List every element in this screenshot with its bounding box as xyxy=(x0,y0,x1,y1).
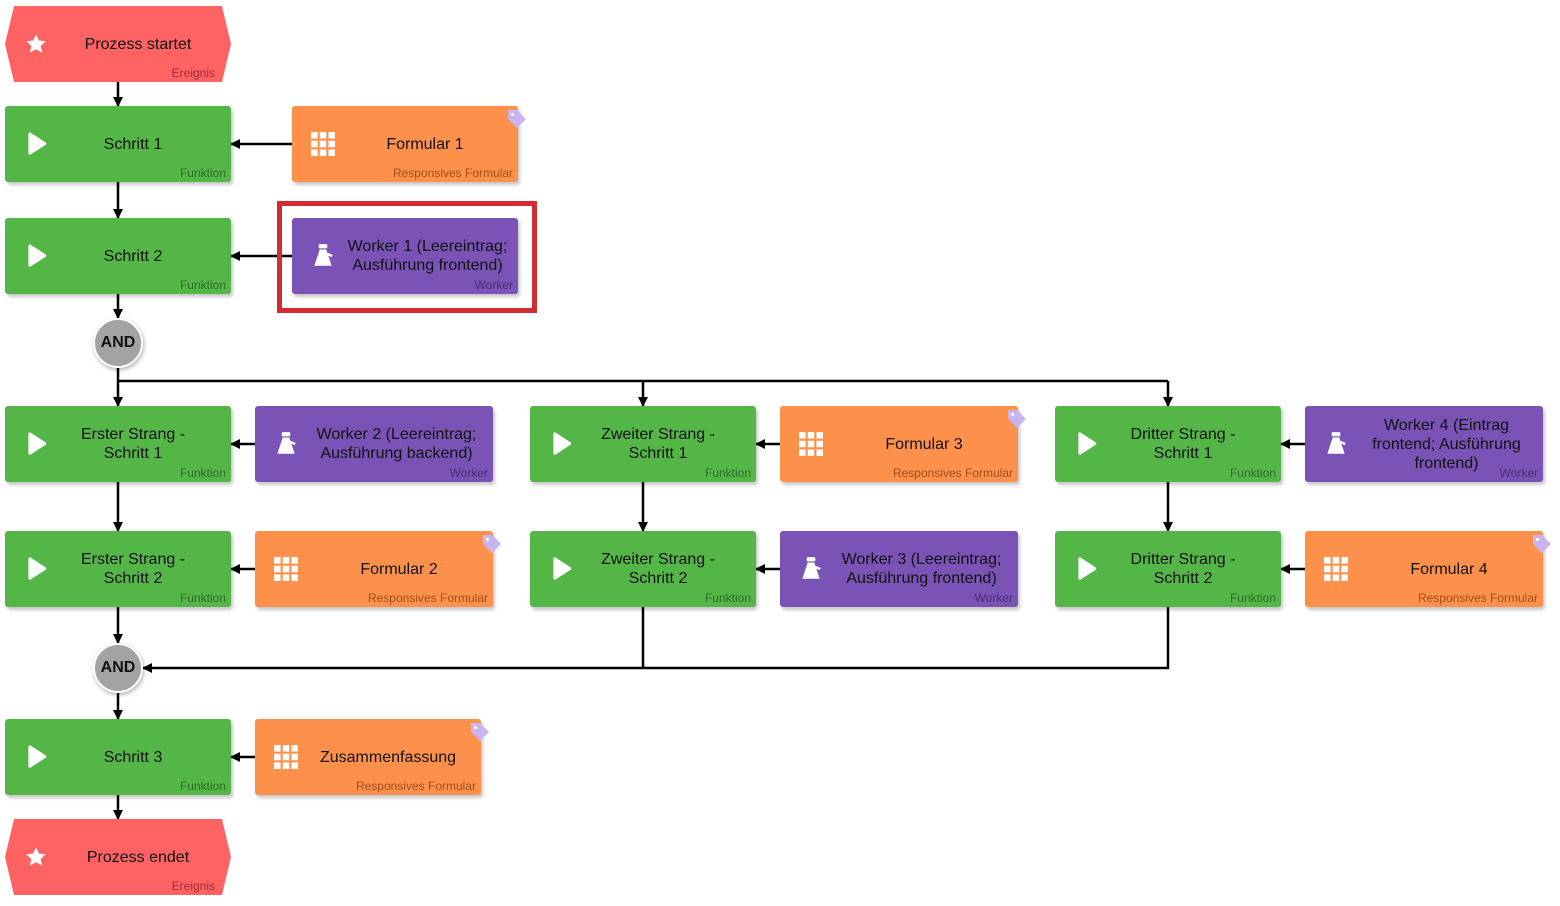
node-type-label: Funktion xyxy=(179,466,226,480)
node-title: Formular 3 xyxy=(885,435,963,453)
form-zusammenfassung[interactable]: Zusammenfassung Responsives Formular xyxy=(255,719,481,795)
edge-dritter2-and-join xyxy=(142,607,1170,673)
node-title: Erster Strang - Schritt 2 xyxy=(80,551,186,587)
node-type-label: Funktion xyxy=(704,591,751,605)
play-icon xyxy=(553,432,572,455)
node-title: Prozess endet xyxy=(86,848,190,866)
node-type-label: Funktion xyxy=(179,278,226,292)
node-title: Formular 1 xyxy=(386,135,464,153)
node-title: Dritter Strang - Schritt 1 xyxy=(1130,426,1236,462)
worker-icon xyxy=(802,557,821,579)
node-type-label: Funktion xyxy=(1229,466,1276,480)
start-event[interactable]: Prozess startet Ereignis xyxy=(5,6,231,82)
node-title: Schritt 1 xyxy=(103,135,163,153)
form-formular-4[interactable]: Formular 4 Responsives Formular xyxy=(1305,531,1543,607)
node-title: Formular 4 xyxy=(1410,560,1488,578)
function-schritt-3[interactable]: Schritt 3 Funktion xyxy=(5,719,231,795)
function-schritt-1[interactable]: Schritt 1 Funktion xyxy=(5,106,231,182)
node-type-label: Responsives Formular xyxy=(392,166,513,180)
tag-icon xyxy=(1008,410,1026,428)
node-title: Worker 1 (Leereintrag; Ausführung fronte… xyxy=(347,238,508,274)
tag-icon xyxy=(471,723,489,741)
form-formular-1[interactable]: Formular 1 Responsives Formular xyxy=(292,106,518,182)
node-type-label: Funktion xyxy=(704,466,751,480)
worker-icon xyxy=(1327,432,1346,454)
node-title: Zusammenfassung xyxy=(319,748,457,766)
function-erster-strang-schritt-1[interactable]: Erster Strang - Schritt 1 Funktion xyxy=(5,406,231,482)
node-title: Worker 3 (Leereintrag; Ausführung fronte… xyxy=(841,551,1002,587)
play-icon xyxy=(1078,432,1097,455)
tag-icon xyxy=(483,535,501,553)
node-title: Worker 4 (Eintrag frontend; Ausführung f… xyxy=(1372,416,1521,472)
play-icon xyxy=(28,244,47,267)
end-event[interactable]: Prozess endet Ereignis xyxy=(5,819,231,895)
node-type-label: Worker xyxy=(1499,466,1538,480)
node-type-label: Responsives Formular xyxy=(355,779,476,793)
node-type-label: Worker xyxy=(974,591,1013,605)
selection-highlight xyxy=(277,201,537,313)
grid-icon xyxy=(274,745,298,769)
node-title: Zweiter Strang - Schritt 1 xyxy=(601,426,715,462)
grid-icon xyxy=(1324,557,1348,581)
worker-worker-3[interactable]: Worker 3 (Leereintrag; Ausführung fronte… xyxy=(780,531,1018,607)
node-type-label: Funktion xyxy=(179,166,226,180)
node-type-label: Funktion xyxy=(1229,591,1276,605)
worker-icon xyxy=(314,244,333,266)
star-icon xyxy=(26,34,46,53)
node-type-label: Ereignis xyxy=(171,879,215,893)
worker-worker-4[interactable]: Worker 4 (Eintrag frontend; Ausführung f… xyxy=(1305,406,1543,482)
node-title: Prozess startet xyxy=(84,35,192,53)
function-dritter-strang-schritt-2[interactable]: Dritter Strang - Schritt 2 Funktion xyxy=(1055,531,1281,607)
function-dritter-strang-schritt-1[interactable]: Dritter Strang - Schritt 1 Funktion xyxy=(1055,406,1281,482)
node-type-label: Funktion xyxy=(179,779,226,793)
worker-icon xyxy=(277,432,296,454)
function-zweiter-strang-schritt-2[interactable]: Zweiter Strang - Schritt 2 Funktion xyxy=(530,531,756,607)
function-erster-strang-schritt-2[interactable]: Erster Strang - Schritt 2 Funktion xyxy=(5,531,231,607)
play-icon xyxy=(28,132,47,155)
node-title: Schritt 2 xyxy=(103,247,163,265)
node-title: Formular 2 xyxy=(360,560,438,578)
function-zweiter-strang-schritt-1[interactable]: Zweiter Strang - Schritt 1 Funktion xyxy=(530,406,756,482)
worker-worker-2[interactable]: Worker 2 (Leereintrag; Ausführung backen… xyxy=(255,406,493,482)
function-schritt-2[interactable]: Schritt 2 Funktion xyxy=(5,218,231,294)
form-formular-3[interactable]: Formular 3 Responsives Formular xyxy=(780,406,1018,482)
form-formular-2[interactable]: Formular 2 Responsives Formular xyxy=(255,531,493,607)
node-title: Zweiter Strang - Schritt 2 xyxy=(601,551,715,587)
and-gateway-split[interactable]: AND xyxy=(93,318,143,368)
node-type-label: Responsives Formular xyxy=(367,591,488,605)
node-type-label: Responsives Formular xyxy=(892,466,1013,480)
grid-icon xyxy=(799,432,823,456)
tag-icon xyxy=(1533,535,1551,553)
worker-worker-1[interactable]: Worker 1 (Leereintrag; Ausführung fronte… xyxy=(292,218,518,294)
grid-icon xyxy=(274,557,298,581)
node-title: Erster Strang - Schritt 1 xyxy=(80,426,186,462)
and-gateway-join[interactable]: AND xyxy=(93,643,143,693)
play-icon xyxy=(553,557,572,580)
node-title: Schritt 3 xyxy=(103,748,163,766)
tag-icon xyxy=(508,110,526,128)
grid-icon xyxy=(311,132,335,156)
node-title: Dritter Strang - Schritt 2 xyxy=(1130,551,1236,587)
star-icon xyxy=(26,847,46,866)
node-type-label: Worker xyxy=(474,278,513,292)
play-icon xyxy=(28,745,47,768)
node-type-label: Responsives Formular xyxy=(1417,591,1538,605)
node-type-label: Ereignis xyxy=(171,66,215,80)
node-type-label: Funktion xyxy=(179,591,226,605)
play-icon xyxy=(1078,557,1097,580)
play-icon xyxy=(28,557,47,580)
play-icon xyxy=(28,432,47,455)
node-title: Worker 2 (Leereintrag; Ausführung backen… xyxy=(316,426,477,462)
node-type-label: Worker xyxy=(449,466,488,480)
